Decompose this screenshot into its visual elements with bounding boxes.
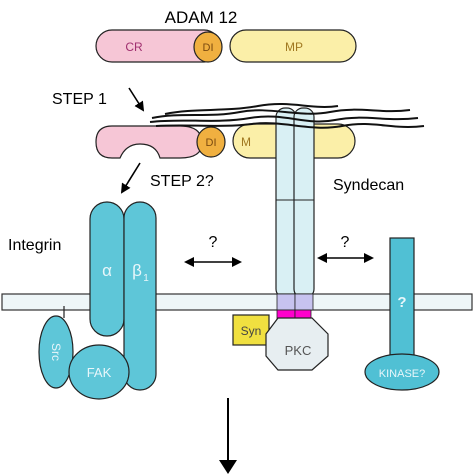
- fak-label: FAK: [87, 365, 112, 380]
- integrin-complex: α β 1: [89, 201, 157, 391]
- src-label: Src: [49, 343, 63, 361]
- integrin-label: Integrin: [8, 237, 61, 254]
- fak-kinase: [68, 344, 130, 400]
- integrin-beta1-subunit: [123, 201, 157, 391]
- question-right: ?: [341, 234, 350, 251]
- pkc-kinase: [265, 317, 329, 371]
- syndecan-tm-left: [276, 293, 296, 311]
- syndecan-core: [275, 107, 315, 299]
- adam12-molecule-top: CR MP DI: [95, 29, 357, 63]
- adam12-molecule-cleaved: M DI: [95, 123, 356, 159]
- syndecan-chain-right: [293, 107, 315, 299]
- syn-box: [232, 314, 270, 346]
- cr-domain-bottom: [95, 125, 203, 159]
- syndecan-tm-right: [294, 293, 314, 311]
- step1-arrow: [128, 87, 145, 112]
- receptor-question: ?: [397, 294, 406, 311]
- syn-label: Syn: [241, 324, 262, 338]
- syndecan-chain-left: [275, 107, 297, 299]
- di-domain-top: [193, 31, 223, 63]
- di-domain-bottom: [196, 126, 226, 158]
- di-label-bottom: DI: [206, 137, 217, 149]
- step1-label: STEP 1: [52, 91, 107, 108]
- syndecan-label: Syndecan: [333, 177, 404, 194]
- beta-subscript: 1: [143, 273, 149, 284]
- unknown-receptor: [389, 237, 415, 357]
- gag-chains: [149, 103, 425, 129]
- beta-label: β: [132, 261, 142, 280]
- cr-label-top: CR: [125, 40, 143, 54]
- downstream-arrow-head: [219, 460, 237, 474]
- pkc-label: PKC: [285, 343, 312, 358]
- mp-label-top: MP: [285, 40, 303, 54]
- adam12-title: ADAM 12: [165, 8, 238, 27]
- step2-label: STEP 2?: [150, 173, 214, 190]
- src-kinase: [38, 315, 74, 389]
- kinase-unknown: [364, 353, 440, 391]
- mp-domain-top: [229, 29, 357, 63]
- di-label-top: DI: [203, 42, 214, 54]
- alpha-label: α: [102, 261, 112, 280]
- mp-label-bottom: M: [241, 135, 251, 149]
- kinase-label: KINASE?: [379, 368, 425, 380]
- question-left: ?: [209, 234, 218, 251]
- step2-arrow: [120, 162, 141, 194]
